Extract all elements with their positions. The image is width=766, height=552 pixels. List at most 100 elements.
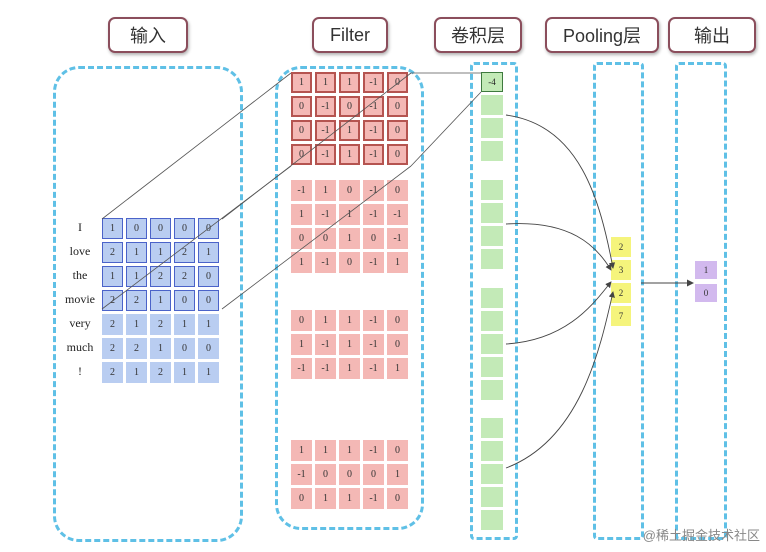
filter-cell: 1 [339, 72, 360, 93]
filter-cell: 0 [291, 228, 312, 249]
conv-cell-first: -4 [481, 72, 503, 92]
filter-cell: 1 [387, 358, 408, 379]
word-label: the [72, 268, 88, 282]
filter-cell: -1 [387, 204, 408, 225]
conv-cell [481, 357, 503, 377]
filter-cell: -1 [363, 488, 384, 509]
filter-cell: 0 [387, 120, 408, 141]
filter-cell: 1 [315, 180, 336, 201]
filter-cell: -1 [363, 144, 384, 165]
filter-cell: 1 [291, 440, 312, 461]
filter-cell: 0 [387, 96, 408, 117]
conv-cell [481, 288, 503, 308]
word-label: very [69, 316, 91, 330]
filter-cell: 1 [339, 440, 360, 461]
filter-cell: -1 [315, 334, 336, 355]
filter-cell: 1 [339, 310, 360, 331]
filter-cell: 0 [387, 440, 408, 461]
input-cell: 2 [174, 242, 195, 263]
input-cell: 1 [102, 266, 123, 287]
conv-cell [481, 418, 503, 438]
conv-cell [481, 380, 503, 400]
filter-cell: 0 [291, 144, 312, 165]
filter-cell: -1 [291, 464, 312, 485]
input-cell: 2 [150, 266, 171, 287]
input-cell: 1 [198, 314, 219, 335]
word-label: love [69, 244, 91, 258]
filter-cell: 0 [387, 334, 408, 355]
input-cell: 2 [102, 242, 123, 263]
filter-cell: 1 [339, 358, 360, 379]
input-cell: 1 [174, 362, 195, 383]
header-filter: Filter [312, 17, 388, 53]
filter-cell: 1 [387, 252, 408, 273]
filter-cell: -1 [363, 72, 384, 93]
input-cell: 1 [102, 218, 123, 239]
input-cell: 0 [198, 218, 219, 239]
filter-cell: 1 [315, 72, 336, 93]
filter-3: 0 1 1 -1 0 1 -1 1 -1 0 -1 -1 1 -1 1 [291, 310, 408, 379]
filter-cell: 1 [291, 72, 312, 93]
filter-cell: 0 [387, 144, 408, 165]
filter-cell: 0 [387, 488, 408, 509]
filter-cell: -1 [291, 358, 312, 379]
filter-2: -1 1 0 -1 0 1 -1 1 -1 -1 0 0 1 0 -1 1 -1… [291, 180, 408, 273]
header-conv-layer: 卷积层 [434, 17, 522, 53]
input-cell: 2 [174, 266, 195, 287]
filter-cell: -1 [315, 252, 336, 273]
pooling-cell: 3 [611, 260, 631, 280]
word-label: I [78, 220, 82, 234]
conv-cell [481, 311, 503, 331]
input-cell: 0 [150, 218, 171, 239]
filter-cell: 1 [339, 120, 360, 141]
filter-cell: 0 [291, 96, 312, 117]
input-cell: 2 [102, 314, 123, 335]
filter-cell: 1 [339, 204, 360, 225]
filter-cell: 1 [315, 310, 336, 331]
filter-cell: -1 [363, 180, 384, 201]
input-cell: 1 [150, 290, 171, 311]
input-cell: 0 [198, 338, 219, 359]
filter-cell: -1 [315, 120, 336, 141]
filter-4: 1 1 1 -1 0 -1 0 0 0 1 0 1 1 -1 0 [291, 440, 408, 509]
input-cell: 1 [126, 314, 147, 335]
filter-cell: 0 [291, 488, 312, 509]
filter-cell: 1 [291, 334, 312, 355]
filter-cell: 1 [339, 144, 360, 165]
input-matrix: 1 0 0 0 0 2 1 1 2 1 1 1 2 2 0 2 2 1 0 0 … [102, 218, 219, 383]
input-cell: 2 [102, 362, 123, 383]
filter-cell: 0 [339, 96, 360, 117]
conv-cell [481, 334, 503, 354]
output-cell: 0 [695, 284, 717, 302]
conv-cell [481, 203, 503, 223]
filter-cell: 1 [315, 440, 336, 461]
filter-cell: -1 [363, 252, 384, 273]
output-cell: 1 [695, 261, 717, 279]
filter-cell: 1 [387, 464, 408, 485]
input-cell: 1 [126, 266, 147, 287]
input-cell: 2 [102, 338, 123, 359]
conv-cell [481, 249, 503, 269]
filter-cell: -1 [291, 180, 312, 201]
filter-cell: 0 [291, 310, 312, 331]
filter-cell: 0 [339, 464, 360, 485]
filter-cell: -1 [315, 144, 336, 165]
filter-cell: -1 [363, 358, 384, 379]
input-cell: 0 [174, 338, 195, 359]
pooling-cell: 2 [611, 237, 631, 257]
header-pooling-layer: Pooling层 [545, 17, 659, 53]
input-cell: 1 [150, 242, 171, 263]
filter-cell: 1 [339, 488, 360, 509]
filter-cell: 1 [339, 334, 360, 355]
filter-cell: -1 [363, 310, 384, 331]
conv-cell [481, 487, 503, 507]
filter-cell: -1 [387, 228, 408, 249]
input-cell: 1 [198, 362, 219, 383]
filter-cell: 0 [387, 180, 408, 201]
conv-cell [481, 95, 503, 115]
conv-cell [481, 464, 503, 484]
filter-cell: 0 [387, 310, 408, 331]
filter-cell: -1 [363, 440, 384, 461]
input-cell: 0 [198, 266, 219, 287]
input-cell: 0 [174, 290, 195, 311]
